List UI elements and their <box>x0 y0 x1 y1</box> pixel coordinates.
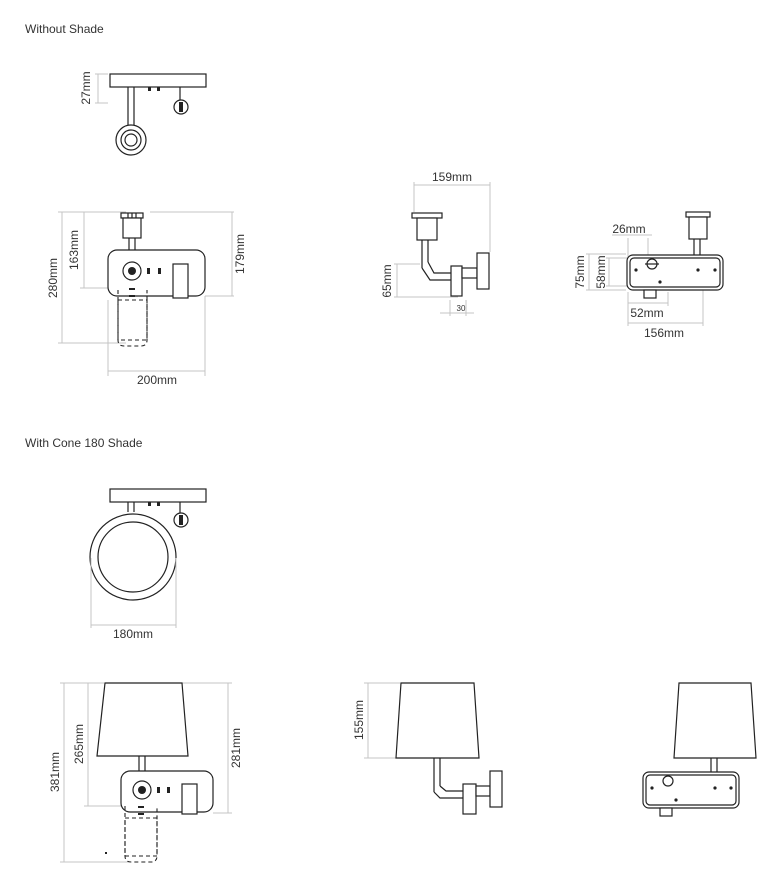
dim-side-depth: 159mm <box>432 170 472 184</box>
dim-shade-total: 381mm <box>48 752 62 792</box>
top-view-without-shade: 27mm <box>79 71 207 156</box>
dim-front-width: 200mm <box>137 373 177 387</box>
front-view-with-shade: 381mm 265mm 281mm <box>48 682 243 863</box>
dim-back-w1: 52mm <box>630 306 663 320</box>
dim-shade-height: 155mm <box>352 700 366 740</box>
dim-back-h1: 75mm <box>573 255 587 288</box>
section-title-without-shade: Without Shade <box>25 22 104 36</box>
dim-front-height-total: 280mm <box>46 258 60 298</box>
section-title-with-shade: With Cone 180 Shade <box>25 436 143 450</box>
top-view-with-shade: 180mm <box>89 488 207 641</box>
back-view-without-shade: 26mm 75mm 58mm 52mm 156mm <box>573 211 724 340</box>
dim-shade-side: 281mm <box>229 728 243 768</box>
dim-shade-mid: 265mm <box>72 724 86 764</box>
dim-top-height: 27mm <box>79 71 93 104</box>
dim-side-height: 65mm <box>380 264 394 297</box>
front-view-without-shade: 280mm 163mm 179mm 200mm <box>46 211 247 387</box>
side-view-without-shade: 159mm 65mm 30 <box>380 170 491 316</box>
back-view-with-shade <box>642 682 757 817</box>
dim-front-height-socket: 163mm <box>67 230 81 270</box>
dim-side-small: 30 <box>457 304 466 313</box>
side-view-with-shade: 155mm <box>352 682 503 815</box>
dim-back-h2: 58mm <box>594 255 608 288</box>
dim-back-top: 26mm <box>612 222 645 236</box>
dim-front-height-side: 179mm <box>233 234 247 274</box>
dim-back-w2: 156mm <box>644 326 684 340</box>
dim-shade-diameter: 180mm <box>113 627 153 641</box>
